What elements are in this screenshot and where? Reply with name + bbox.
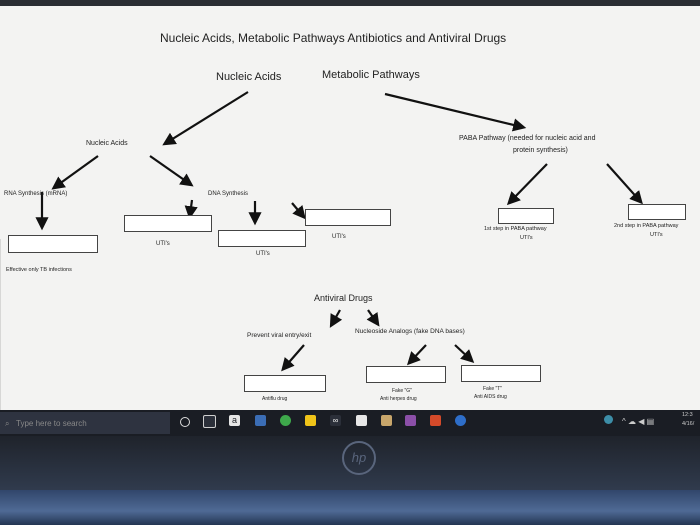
answer-box-paba-step1[interactable] xyxy=(498,208,554,224)
search-placeholder: Type here to search xyxy=(16,419,87,428)
clock-time[interactable]: 12:3 xyxy=(682,412,693,418)
label-nucleoside-analogs: Nucleoside Analogs (fake DNA bases) xyxy=(355,328,465,335)
document-title: Nucleic Acids, Metabolic Pathways Antibi… xyxy=(160,31,507,45)
windows-search-icon: ⌕ xyxy=(5,419,10,428)
onenote-icon[interactable] xyxy=(405,415,416,426)
chrome-icon[interactable] xyxy=(280,415,291,426)
arrow-antiviral-left xyxy=(329,309,343,328)
answer-box-rna[interactable] xyxy=(8,235,98,253)
cortana-icon[interactable] xyxy=(180,417,190,427)
heading-metabolic-pathways: Metabolic Pathways xyxy=(322,69,420,81)
edge-icon[interactable]: a xyxy=(229,415,240,426)
arrow-prevent xyxy=(281,344,305,372)
taskbar-search-box[interactable]: ⌕ Type here to search xyxy=(0,412,170,434)
answer-box-dna-1[interactable] xyxy=(124,215,212,232)
arrow-dna xyxy=(149,155,194,187)
label-utis-3: UTI's xyxy=(332,234,346,240)
firefox-icon[interactable] xyxy=(430,415,441,426)
label-paba-line1: PABA Pathway (needed for nucleic acid an… xyxy=(459,135,596,142)
label-prevent-viral: Prevent viral entry/exit xyxy=(247,332,312,339)
label-paba-line2: protein synthesis) xyxy=(513,147,568,154)
store-icon[interactable] xyxy=(305,415,316,426)
arrow-paba-step2 xyxy=(606,163,643,205)
label-nucleic-acids: Nucleic Acids xyxy=(86,140,128,147)
arrow-antiviral-right xyxy=(366,309,380,327)
arrow-paba-step1 xyxy=(506,163,548,206)
label-dna-synthesis: DNA Synthesis xyxy=(208,191,249,197)
task-view-icon[interactable] xyxy=(203,415,216,428)
laptop-hinge xyxy=(0,490,700,525)
answer-box-antiflu[interactable] xyxy=(244,375,326,392)
notes-icon[interactable] xyxy=(356,415,367,426)
heading-antiviral-drugs: Antiviral Drugs xyxy=(314,293,373,303)
clock-date[interactable]: 4/16/ xyxy=(682,421,695,427)
arrow-nucleoside-right xyxy=(454,344,475,364)
arrow-metabolic xyxy=(384,92,527,132)
label-paba-step2: 2nd step in PABA pathway xyxy=(614,223,679,229)
label-effective-tb: Effective only TB infections xyxy=(6,267,72,273)
label-anti-aids: Anti AIDS drug xyxy=(474,394,507,400)
arrow-rna xyxy=(51,155,99,190)
tray-chevron-icon[interactable]: ^ ☁ ◀ ▤ xyxy=(622,417,655,426)
arrow-dna-left xyxy=(184,199,198,220)
label-utis-2: UTI's xyxy=(256,251,270,257)
label-utis-1: UTI's xyxy=(156,241,170,247)
office-icon[interactable] xyxy=(381,415,392,426)
label-paba-step1: 1st step in PABA pathway xyxy=(484,226,547,232)
document-screen: Nucleic Acids, Metabolic Pathways Antibi… xyxy=(0,6,700,410)
arrows-layer xyxy=(0,91,643,410)
label-fake-t: Fake "T" xyxy=(483,386,503,392)
answer-box-fake-t[interactable] xyxy=(461,365,541,382)
answer-box-dna-3[interactable] xyxy=(305,209,391,226)
browser-icon[interactable] xyxy=(455,415,466,426)
answer-box-fake-g[interactable] xyxy=(366,366,446,383)
label-anti-herpes: Anti herpes drug xyxy=(380,396,417,402)
arrow-nucleic xyxy=(162,91,249,146)
label-paba-step1-utis: UTI's xyxy=(520,235,533,241)
hp-logo-icon: hp xyxy=(342,441,376,475)
system-tray-icon[interactable] xyxy=(604,415,613,424)
heading-nucleic-acids: Nucleic Acids xyxy=(216,71,282,83)
mail-icon[interactable]: ∞ xyxy=(330,415,341,426)
label-rna-synthesis: RNA Synthesis (mRNA) xyxy=(4,191,68,197)
answer-box-dna-2[interactable] xyxy=(218,230,306,247)
arrow-dna-right xyxy=(291,202,306,220)
label-fake-g: Fake "G" xyxy=(392,388,412,394)
arrow-nucleoside-left xyxy=(406,344,427,366)
file-explorer-icon[interactable] xyxy=(255,415,266,426)
answer-box-paba-step2[interactable] xyxy=(628,204,686,220)
label-paba-step2-utis: UTI's xyxy=(650,232,663,238)
label-antiflu: Antiflu drug xyxy=(262,396,288,402)
